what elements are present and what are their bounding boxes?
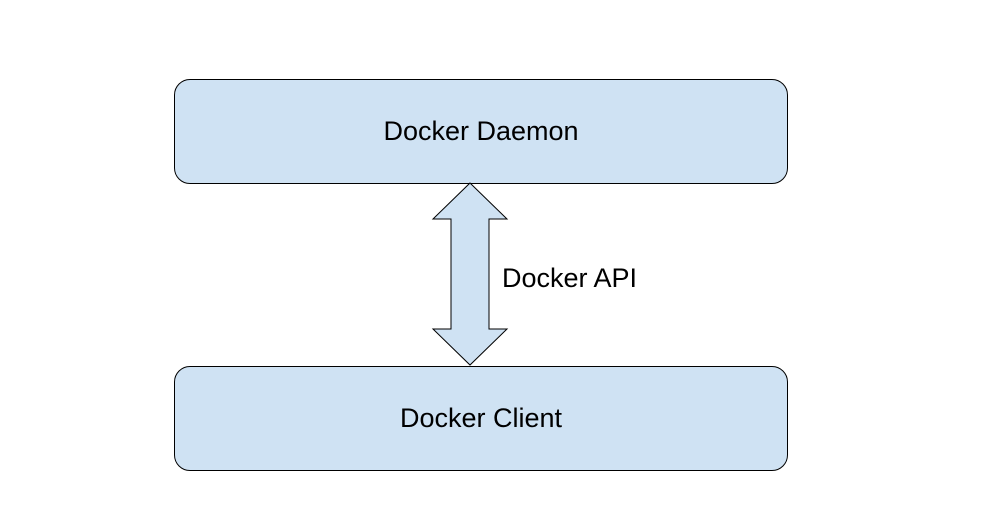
docker-daemon-box: Docker Daemon xyxy=(174,79,788,184)
docker-client-box: Docker Client xyxy=(174,366,788,471)
docker-daemon-label: Docker Daemon xyxy=(383,116,579,146)
docker-client-label: Docker Client xyxy=(399,403,563,433)
docker-api-label: Docker API xyxy=(502,263,638,293)
double-headed-arrow-icon xyxy=(431,182,509,366)
